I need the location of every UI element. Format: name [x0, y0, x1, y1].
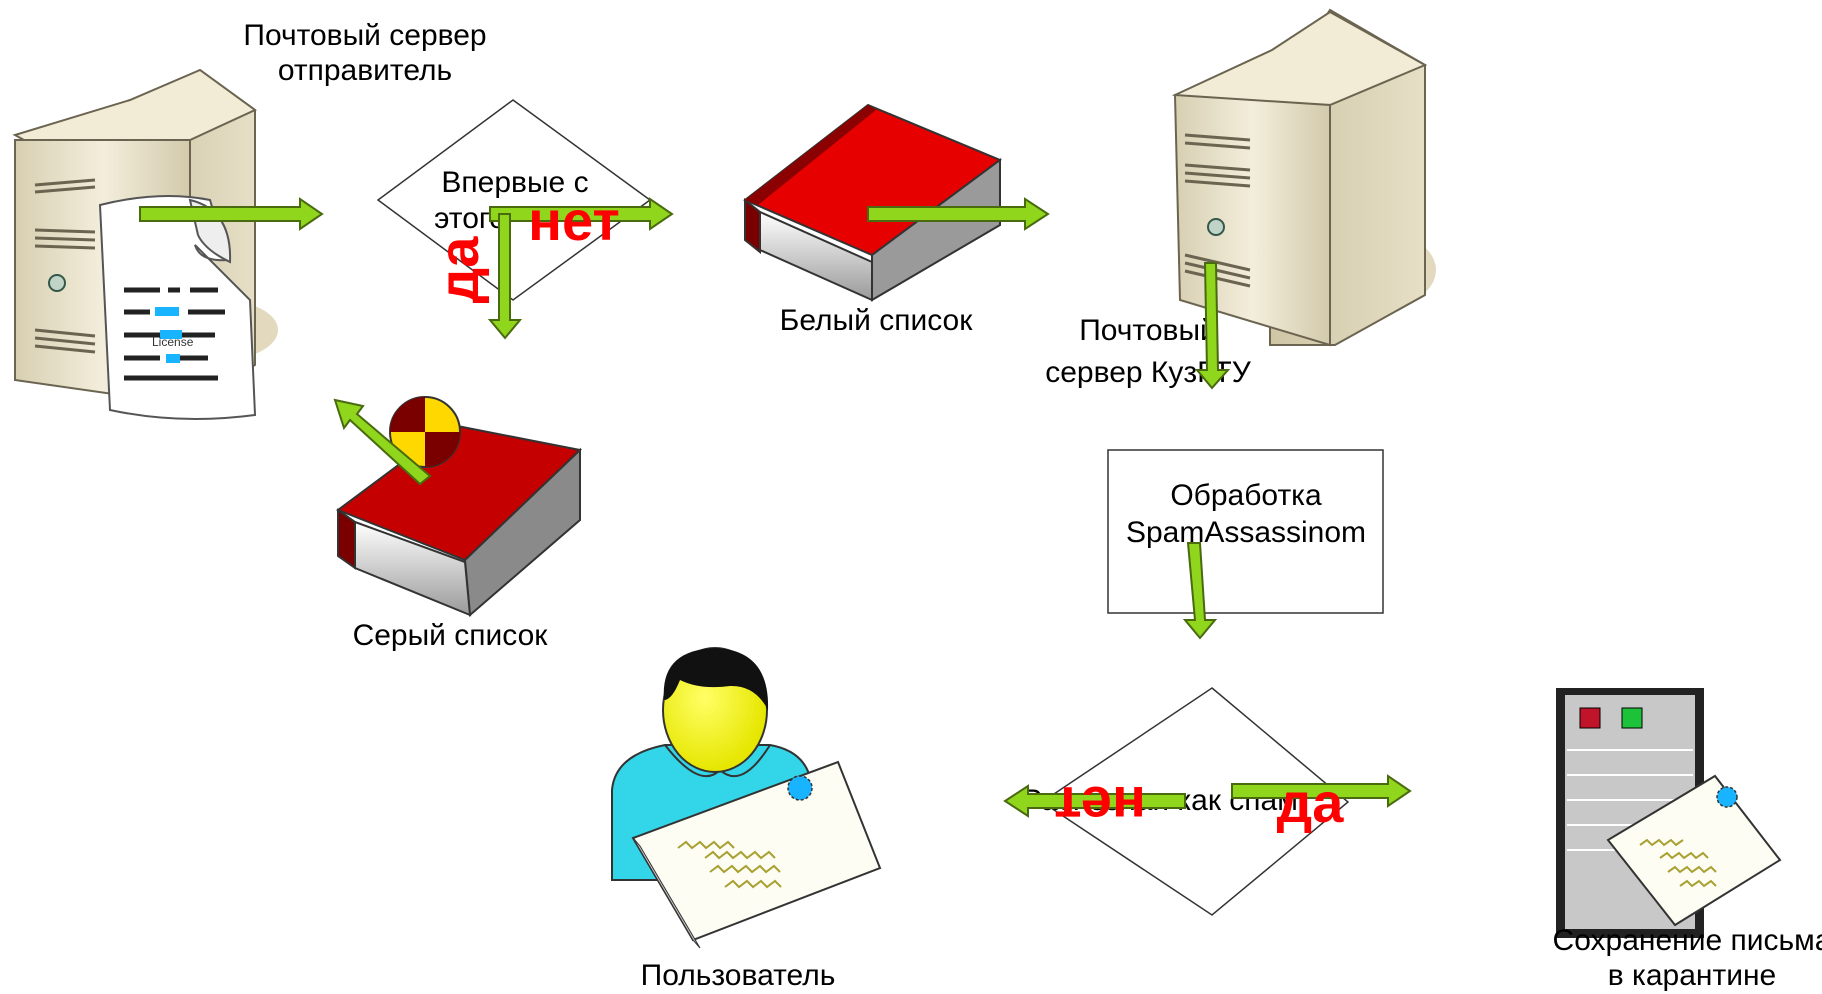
arrow-spam-no-to-user [1003, 784, 1186, 818]
arrow-whitelist-to-server [867, 197, 1050, 231]
whitelist-book [743, 103, 1003, 302]
processing-label-line1: Обработка [1170, 479, 1322, 512]
user-label: Пользователь [641, 959, 836, 992]
license-text: License [152, 335, 194, 349]
envelope-icon [631, 760, 882, 949]
arrow-server-to-processing [1194, 262, 1231, 390]
greylist-book [335, 396, 583, 618]
spam-decision [1040, 687, 1350, 916]
spam-no-label: нет [1054, 775, 1146, 838]
arrow-spam-yes-to-quarantine [1231, 774, 1412, 808]
quarantine-envelope-icon [1606, 774, 1782, 927]
checker-ball [389, 396, 461, 468]
arrow-sender-to-decision [139, 197, 324, 231]
sender-server-label-line1: Почтовый сервер [243, 19, 486, 52]
first-time-yes-label: да [427, 236, 490, 304]
processing-label-line2: SpamAssassinom [1126, 516, 1366, 549]
arrow-yes-to-greylist [487, 213, 523, 340]
quarantine-label-line2: в карантине [1608, 959, 1776, 992]
license-document: License [98, 195, 257, 420]
arrow-processing-to-decision [1182, 542, 1218, 640]
recipient-server-label-line1: Почтовый [1079, 314, 1217, 347]
quarantine-label-line1: Сохранение письма [1553, 924, 1822, 957]
arrow-greylist-to-sender [333, 398, 432, 486]
first-time-no-label: нет [528, 189, 620, 252]
whitelist-label: Белый список [780, 304, 974, 337]
greylist-label: Серый список [353, 619, 549, 652]
arrow-no-to-whitelist [489, 197, 674, 231]
first-time-label-line1: Впервые с [441, 166, 588, 199]
spam-yes-label: да [1277, 771, 1345, 834]
spamassassin-process-box [1107, 449, 1384, 614]
first-time-decision [376, 99, 652, 301]
sender-server-label-line2: отправитель [278, 54, 452, 87]
